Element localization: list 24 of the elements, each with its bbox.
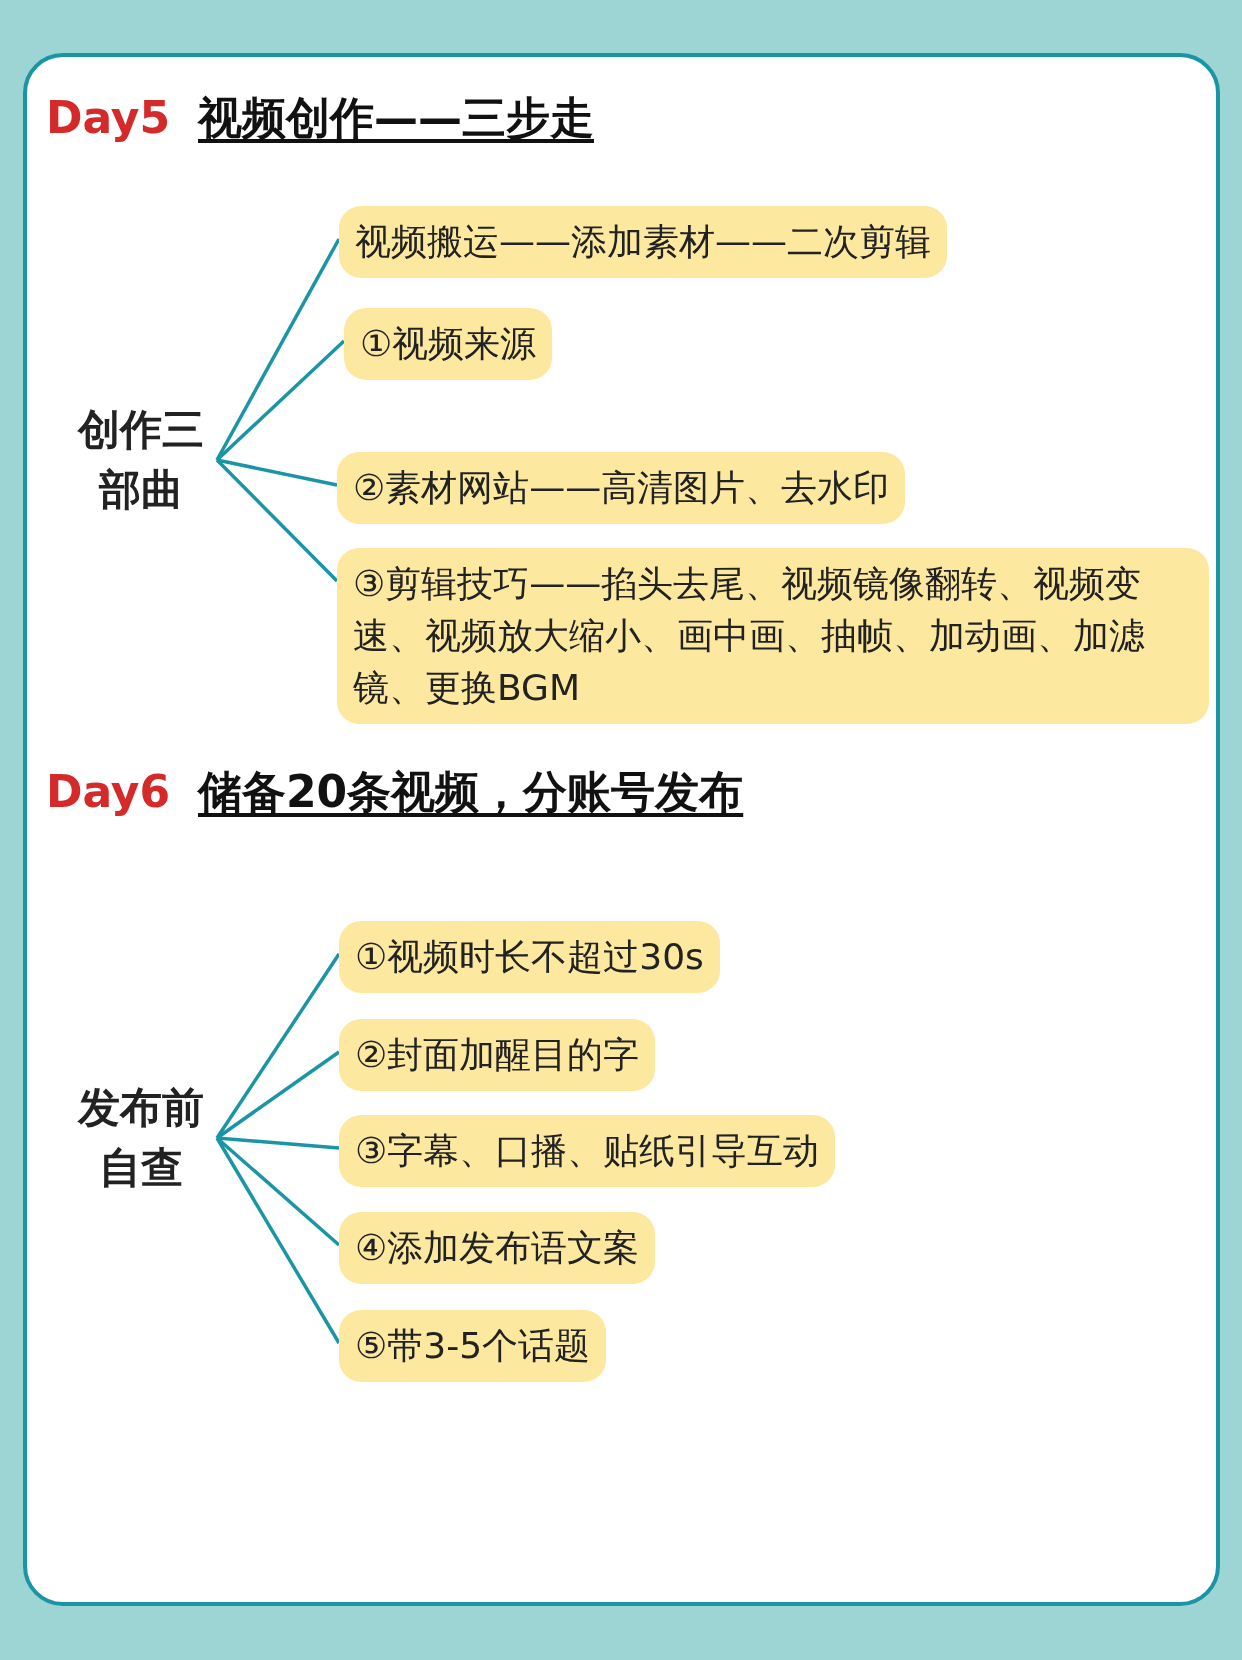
connector-line (215, 458, 339, 583)
connector-line (215, 1137, 341, 1344)
connector-line (215, 339, 346, 462)
item-pill: ①视频时长不超过30s (339, 921, 720, 993)
connector-line (215, 238, 341, 461)
connector-line (215, 1136, 341, 1247)
item-pill: ①视频来源 (344, 308, 553, 380)
day-label: Day6 (46, 765, 171, 819)
item-pill: 视频搬运——添加素材——二次剪辑 (339, 206, 947, 278)
section-heading: 视频创作——三步走 (198, 91, 594, 145)
item-pill: ③字幕、口播、贴纸引导互动 (339, 1115, 836, 1187)
section-heading: 储备20条视频，分账号发布 (198, 765, 744, 819)
topic-text: 发布前自查 (71, 1078, 211, 1198)
topic-text: 创作三部曲 (71, 400, 211, 520)
connector-line (215, 953, 341, 1139)
item-pill: ④添加发布语文案 (339, 1212, 656, 1284)
connector-line (216, 458, 338, 487)
connector-line (216, 1136, 340, 1150)
item-pill: ③剪辑技巧——掐头去尾、视频镜像翻转、视频变速、视频放大缩小、画中画、抽帧、加动画、加滤镜、更换BGM (337, 548, 1209, 724)
item-pill: ②封面加醒目的字 (339, 1019, 656, 1091)
item-pill: ⑤带3-5个话题 (339, 1310, 607, 1382)
item-pill: ②素材网站——高清图片、去水印 (337, 452, 906, 524)
connector-line (216, 1050, 340, 1140)
day-label: Day5 (46, 91, 171, 145)
